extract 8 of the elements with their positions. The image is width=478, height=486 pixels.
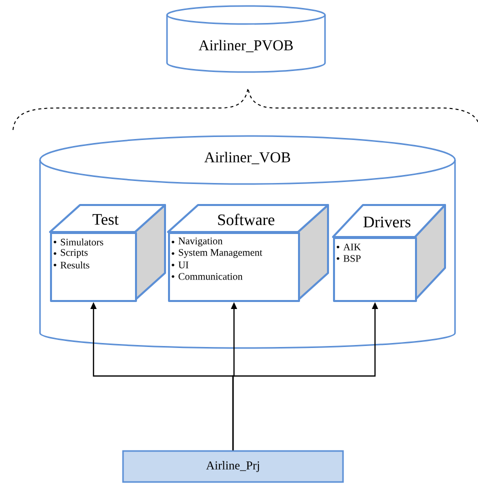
cylinder: Airliner_PVOB [166, 5, 326, 73]
cube-box: Software Navigation System Management UI Communication [167, 204, 329, 302]
cube-box: Drivers AIK BSP [332, 204, 446, 302]
cube-box: Test Simulators Scripts Results [49, 204, 166, 302]
process-box: Airline_Prj [122, 450, 344, 483]
node-label: Test [92, 214, 119, 225]
node-label: Software [218, 214, 274, 226]
node-label: Drivers [363, 216, 410, 228]
